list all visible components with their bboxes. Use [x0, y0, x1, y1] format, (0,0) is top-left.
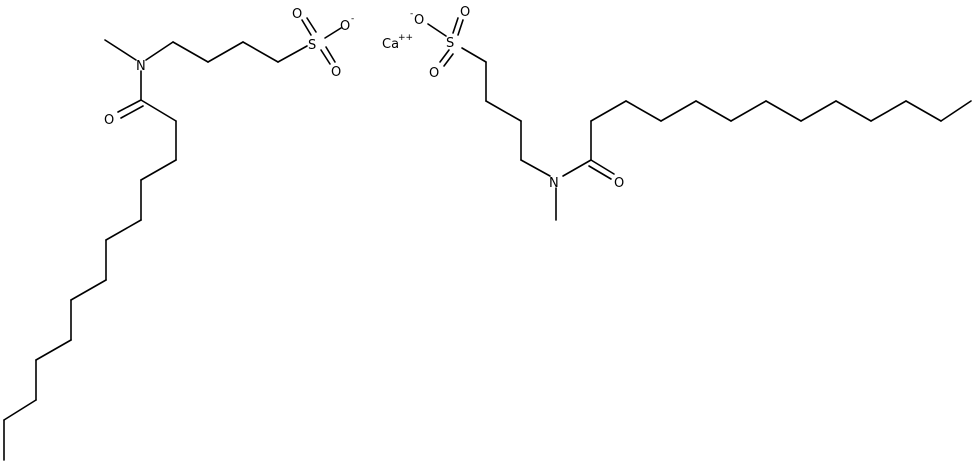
bond — [800, 100, 837, 122]
bond — [242, 41, 279, 63]
left-anion-bonds — [3, 17, 342, 461]
bond — [439, 49, 450, 63]
bond — [588, 165, 612, 180]
bond — [562, 159, 592, 177]
bond — [461, 47, 487, 63]
calcium-charge: ++ — [398, 33, 413, 43]
bond — [660, 100, 697, 122]
bond — [835, 100, 872, 122]
bond — [324, 27, 342, 39]
bond — [427, 23, 447, 37]
bond — [590, 100, 627, 122]
bond — [140, 99, 177, 122]
bond — [443, 53, 454, 67]
nitrogen-atom: N — [136, 59, 146, 74]
bond — [120, 105, 144, 119]
bond — [140, 159, 177, 181]
carbonyl-oxygen-atom: O — [614, 176, 624, 191]
bond — [695, 100, 732, 122]
sulfur-atom: S — [308, 38, 316, 53]
bond — [325, 46, 336, 63]
bond — [870, 100, 907, 122]
nitrogen-atom: N — [549, 176, 559, 191]
bond — [70, 279, 107, 301]
sulfonyl-oxygen-atom: O — [460, 5, 470, 20]
bond — [117, 99, 142, 113]
bond — [306, 17, 317, 33]
sulfonate-oxygen-atom: O — [340, 19, 350, 34]
right-anion-atoms: S O - O O N O — [410, 5, 624, 191]
bond — [301, 19, 312, 36]
right-anion-bonds — [427, 17, 972, 221]
negative-charge: - — [410, 9, 413, 19]
calcium-ion: Ca ++ — [382, 33, 413, 52]
bond — [457, 19, 464, 36]
left-anion-atoms: N O S O O O - — [104, 7, 354, 128]
bond — [105, 219, 142, 241]
bond — [625, 100, 662, 122]
sulfonate-oxygen-atom: O — [414, 13, 424, 28]
sulfonyl-oxygen-atom: O — [429, 66, 439, 81]
sulfonyl-oxygen-atom: O — [292, 7, 302, 22]
bond — [590, 159, 615, 175]
bond — [520, 159, 551, 177]
bond — [3, 399, 37, 421]
calcium-atom: Ca — [382, 37, 399, 52]
sulfonyl-oxygen-atom: O — [331, 65, 341, 80]
carbonyl-oxygen-atom: O — [104, 113, 114, 128]
bond — [207, 41, 244, 63]
bond — [452, 17, 459, 34]
bond — [485, 100, 522, 122]
sulfur-atom: S — [446, 36, 454, 51]
bond — [35, 339, 72, 361]
bond — [277, 45, 308, 63]
negative-charge: - — [351, 14, 354, 24]
bond — [320, 49, 331, 65]
bond — [905, 100, 942, 122]
bond — [104, 39, 137, 61]
bond — [145, 41, 174, 61]
bond — [940, 100, 972, 122]
bond — [730, 100, 767, 122]
bond — [765, 100, 802, 122]
bond — [172, 41, 209, 63]
